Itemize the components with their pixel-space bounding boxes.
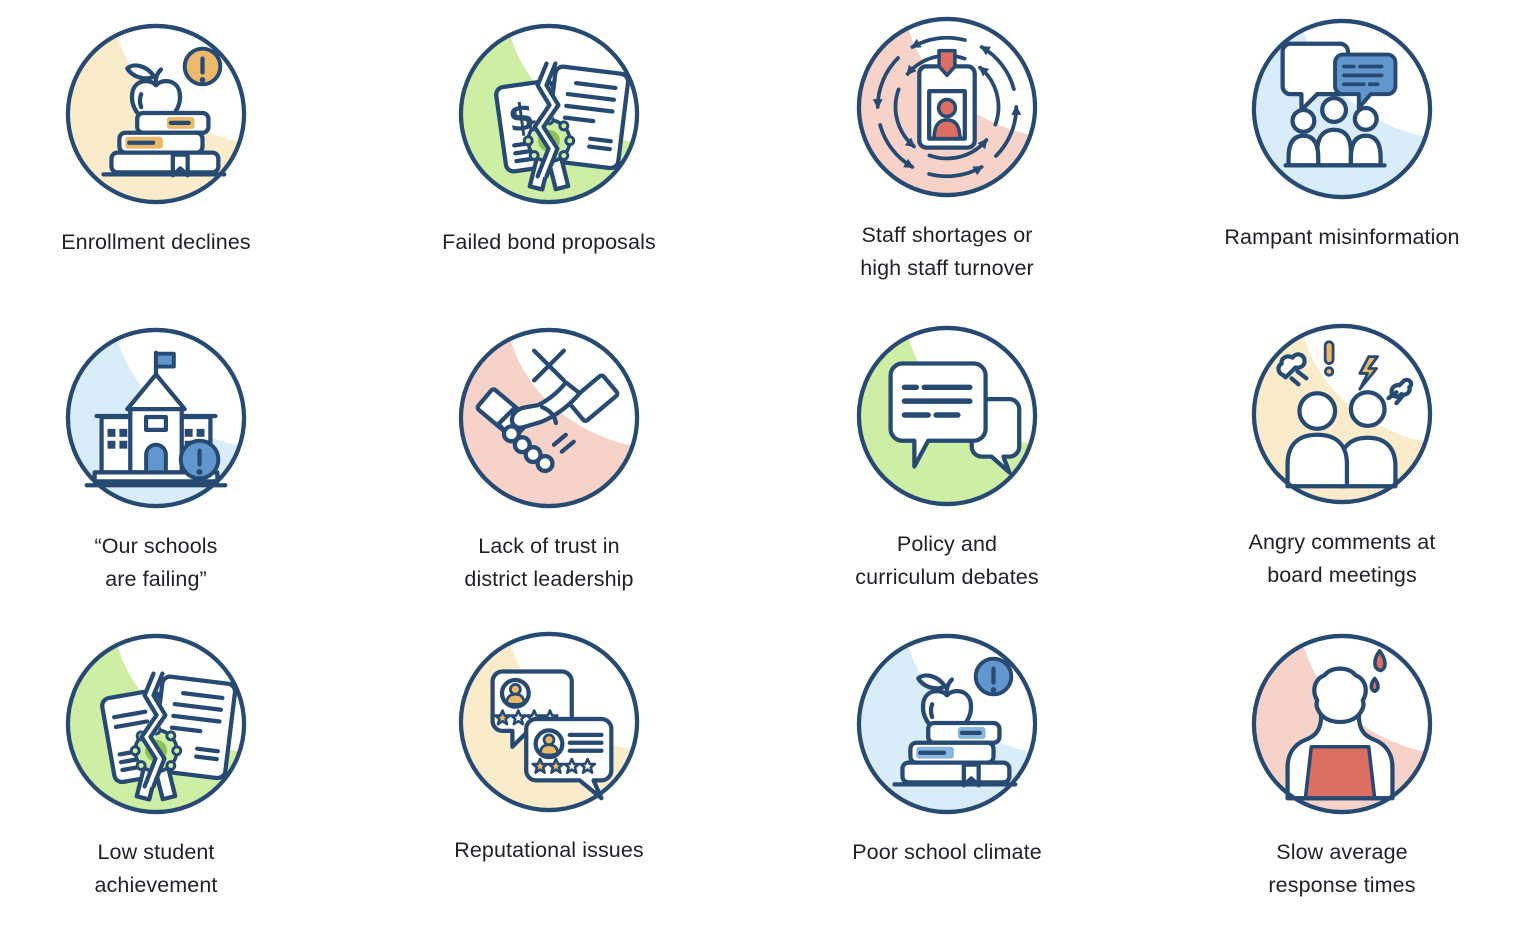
torn-dollar-document-icon: $ <box>458 23 640 205</box>
tear-icon <box>138 671 168 789</box>
lightning-icon <box>1358 355 1380 391</box>
issue-label: Poor school climate <box>852 840 1042 864</box>
issue-label: Lack of trust in district leadership <box>464 534 634 591</box>
icon-circle <box>62 20 250 208</box>
door-icon <box>144 442 168 475</box>
issue-card-angry-comments: Angry comments at board meetings <box>1182 320 1502 591</box>
issue-card-staff-shortages: Staff shortages or high staff turnover <box>787 13 1107 284</box>
issue-label: Reputational issues <box>454 838 644 862</box>
icon-circle <box>853 322 1041 510</box>
issue-label: Enrollment declines <box>61 230 251 254</box>
exclamation-icon <box>1323 340 1335 365</box>
broken-handshake-icon <box>458 327 640 509</box>
bookmark-icon <box>961 762 981 788</box>
issue-label: Angry comments at board meetings <box>1248 530 1436 587</box>
two-people-icon <box>1285 390 1398 489</box>
issue-card-slow-response-times: Slow average response times <box>1182 630 1502 901</box>
handshake-icon <box>475 373 620 474</box>
tear-icon <box>531 61 561 179</box>
icon-circle <box>455 324 643 512</box>
sweat-drop-icon <box>1373 648 1387 673</box>
cycle-arrows-icon <box>872 35 1022 179</box>
issue-label: Rampant misinformation <box>1224 225 1460 249</box>
sweat-drop-icon <box>1369 676 1380 694</box>
issue-card-rampant-misinformation: Rampant misinformation <box>1182 15 1502 254</box>
issue-card-reputational-issues: Reputational issues <box>389 628 709 867</box>
issue-label: Policy and curriculum debates <box>855 532 1039 589</box>
angry-people-icon <box>1251 323 1433 505</box>
icon-circle <box>62 324 250 512</box>
laptop-icon <box>1303 744 1377 800</box>
bookmark-icon <box>170 152 190 178</box>
issue-card-low-achievement: Low student achievement <box>0 630 316 901</box>
issue-label: Failed bond proposals <box>442 230 656 254</box>
icon-circle <box>1248 630 1436 818</box>
issue-card-poor-school-climate: Poor school climate <box>787 630 1107 869</box>
issue-card-enrollment-declines: Enrollment declines <box>0 20 316 259</box>
school-building-alert-icon <box>65 327 247 509</box>
icon-circle: $ <box>455 20 643 208</box>
issue-label: Staff shortages or high staff turnover <box>860 223 1034 280</box>
issue-label: Slow average response times <box>1268 840 1416 897</box>
issue-label: “Our schools are failing” <box>94 534 218 591</box>
speech-bubbles-over-crowd-icon <box>1251 18 1433 200</box>
crowd-icon <box>1283 95 1387 168</box>
icon-circle <box>853 630 1041 818</box>
steam-puff-icon <box>1276 352 1307 380</box>
person-at-laptop-sweat-icon <box>1251 633 1433 815</box>
icon-circle <box>455 628 643 816</box>
torn-certificate-icon <box>65 633 247 815</box>
icon-circle <box>1248 320 1436 508</box>
speech-bubble-icon <box>1280 41 1351 113</box>
issue-label: Low student achievement <box>94 840 218 897</box>
overlapping-speech-bubbles-icon <box>856 325 1038 507</box>
stack-of-books-apple-alert-icon <box>65 23 247 205</box>
icon-circle <box>62 630 250 818</box>
flag-icon <box>154 351 176 369</box>
issue-card-lack-of-trust: Lack of trust in district leadership <box>389 324 709 595</box>
review-bubbles-stars-icon <box>458 631 640 813</box>
school-icon <box>84 350 228 488</box>
id-badge-icon <box>917 48 977 150</box>
x-mark-icon <box>532 348 566 383</box>
icon-circle <box>853 13 1041 201</box>
issue-card-failed-bond-proposals: $ Fai <box>389 20 709 259</box>
stack-of-books-apple-alert-icon <box>856 633 1038 815</box>
issue-card-schools-failing: “Our schools are failing” <box>0 324 316 595</box>
icon-circle <box>1248 15 1436 203</box>
id-badge-cycle-arrows-icon <box>856 16 1038 198</box>
issue-card-policy-debates: Policy and curriculum debates <box>787 322 1107 593</box>
